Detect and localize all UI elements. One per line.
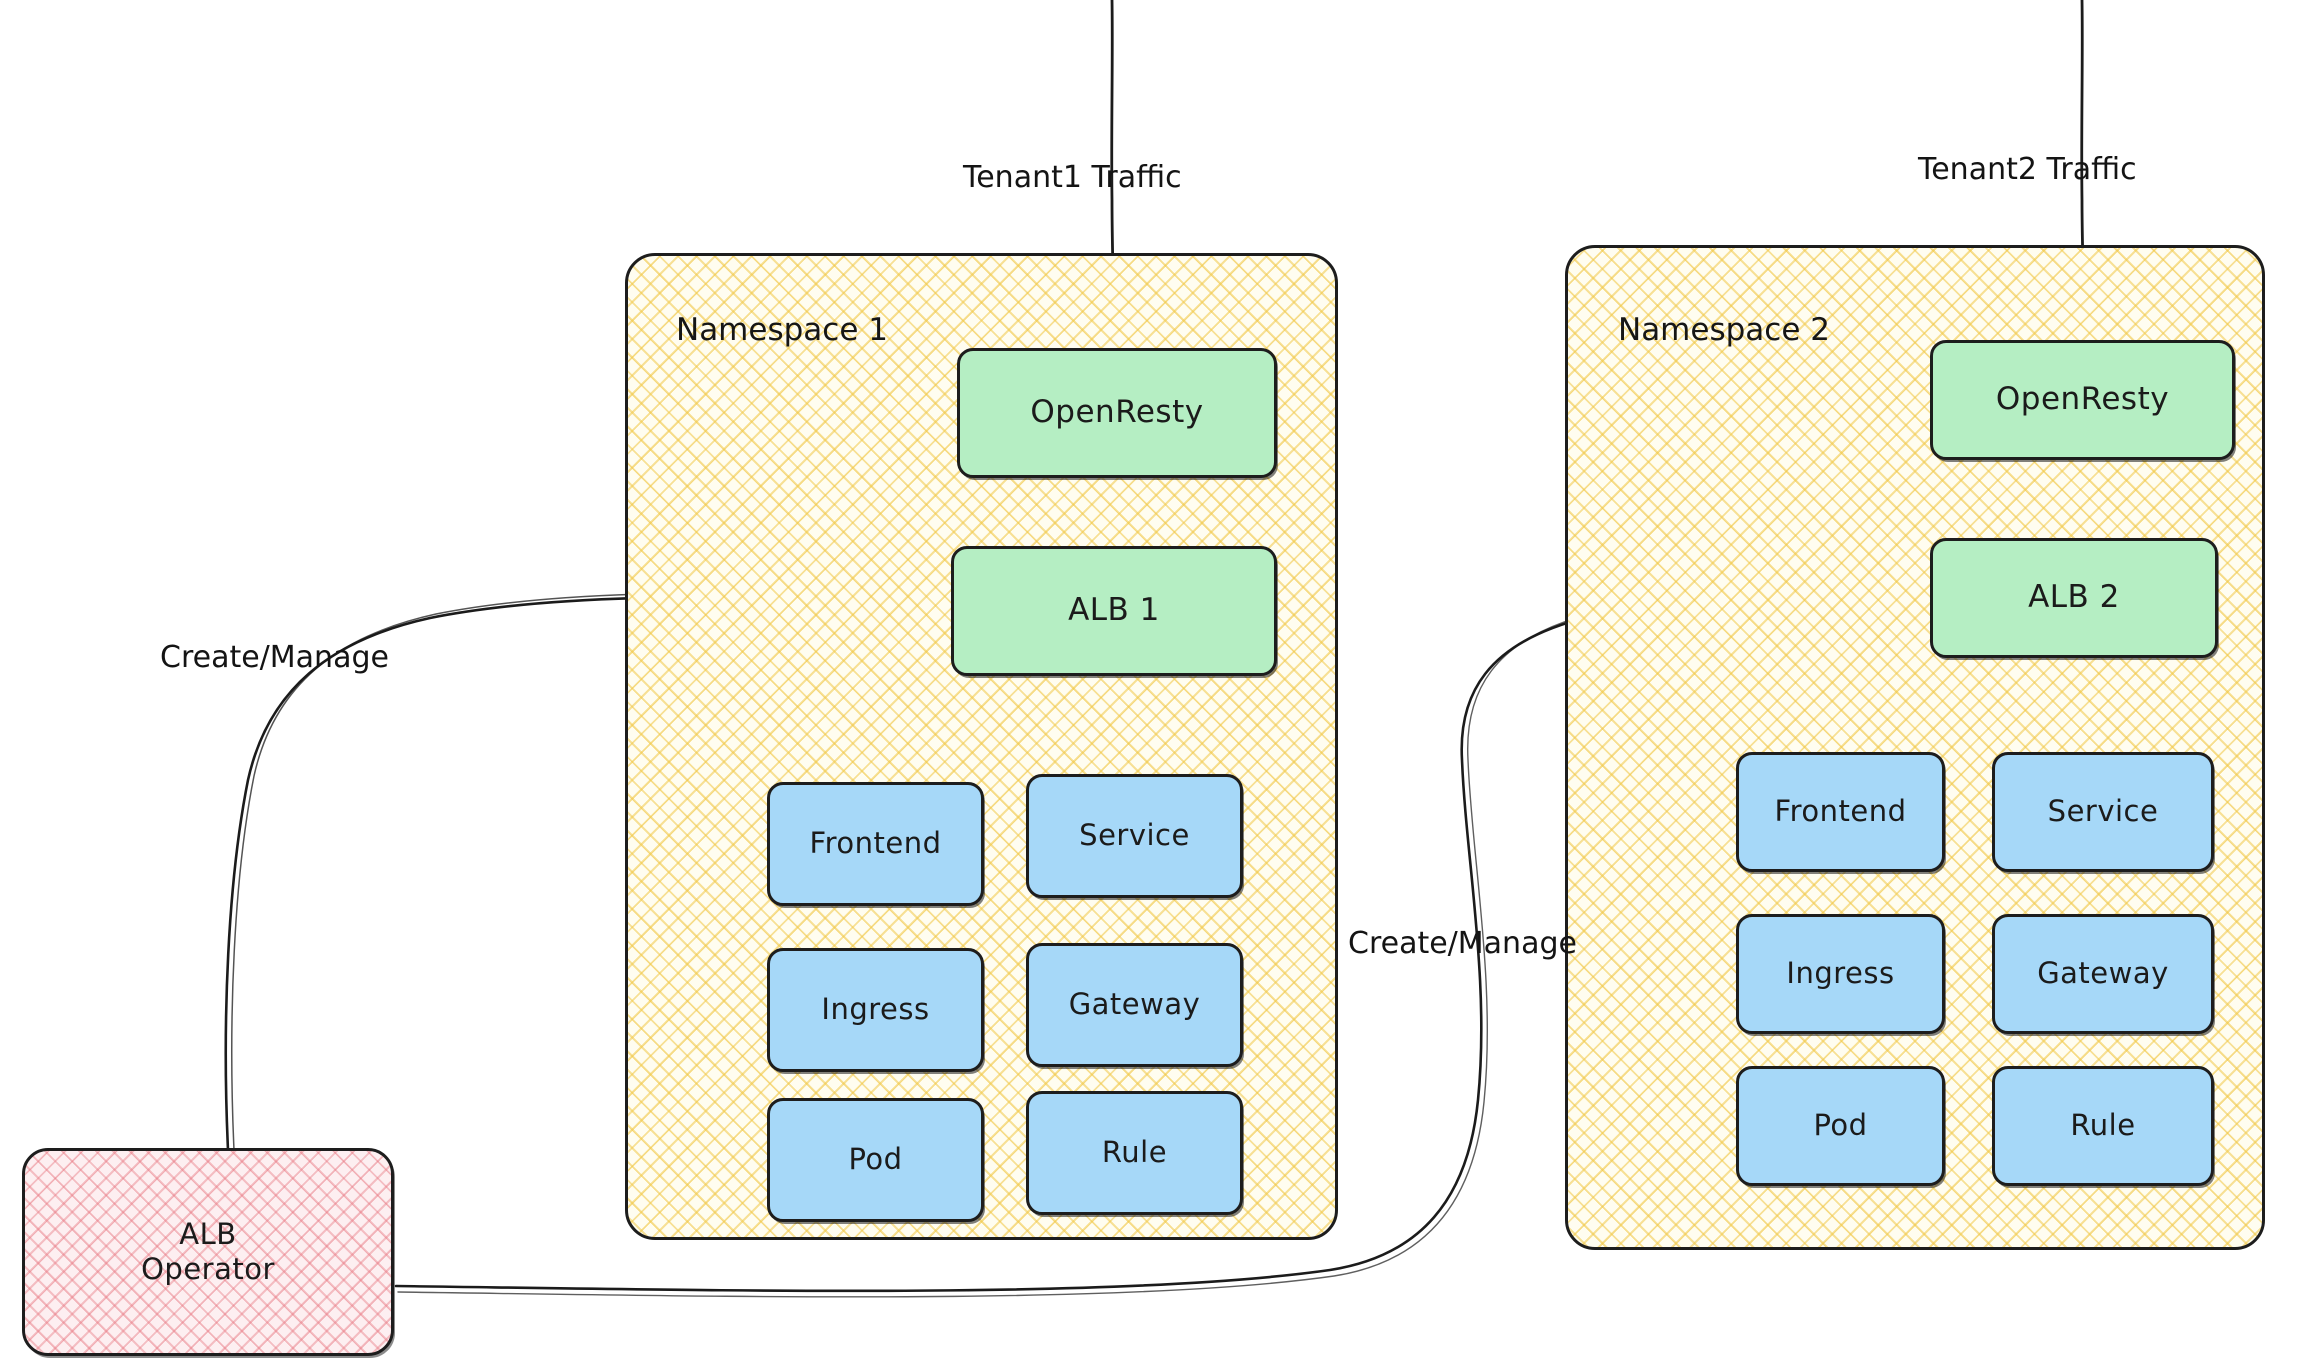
resource-label: Service: [2047, 794, 2159, 829]
resource-label: Ingress: [1786, 956, 1895, 991]
resource-label: Gateway: [2037, 956, 2169, 991]
resource-label: Ingress: [821, 992, 930, 1027]
namespace-1-alb-label: ALB 1: [1068, 592, 1160, 629]
namespace-2-resource-frontend[interactable]: Frontend: [1736, 752, 1945, 872]
resource-label: Service: [1079, 818, 1190, 853]
alb-operator-line2: Operator: [141, 1252, 275, 1286]
resource-label: Rule: [1101, 1135, 1168, 1170]
resource-label: Rule: [2070, 1108, 2136, 1143]
alb-operator-node[interactable]: ALB Operator: [22, 1148, 394, 1356]
resource-label: Pod: [848, 1142, 903, 1177]
namespace-1-resource-ingress[interactable]: Ingress: [767, 948, 984, 1072]
namespace-2-alb-label: ALB 2: [2028, 579, 2120, 616]
tenant1-traffic-label: Tenant1 Traffic: [963, 160, 1182, 195]
tenant2-traffic-label: Tenant2 Traffic: [1918, 152, 2137, 187]
namespace-1-resource-service[interactable]: Service: [1026, 774, 1243, 898]
namespace-1-resource-pod[interactable]: Pod: [767, 1098, 984, 1222]
namespace-2-resource-pod[interactable]: Pod: [1736, 1066, 1945, 1186]
namespace-1-resource-gateway[interactable]: Gateway: [1026, 943, 1243, 1067]
namespace-1-alb-node[interactable]: ALB 1: [951, 546, 1277, 676]
namespace-1-resource-rule[interactable]: Rule: [1026, 1091, 1243, 1215]
namespace-2-resource-gateway[interactable]: Gateway: [1992, 914, 2214, 1034]
resource-label: Gateway: [1068, 987, 1201, 1022]
namespace-1-label: Namespace 1: [676, 312, 888, 348]
namespace-2-openresty-node[interactable]: OpenResty: [1930, 340, 2235, 460]
namespace-1-openresty-node[interactable]: OpenResty: [957, 348, 1277, 478]
create-manage-label-1: Create/Manage: [160, 640, 389, 675]
namespace-2-resource-service[interactable]: Service: [1992, 752, 2214, 872]
create-manage-label-2: Create/Manage: [1348, 926, 1577, 961]
namespace-2-resource-ingress[interactable]: Ingress: [1736, 914, 1945, 1034]
resource-label: Frontend: [809, 826, 942, 861]
namespace-2-alb-node[interactable]: ALB 2: [1930, 538, 2218, 658]
namespace-2-openresty-label: OpenResty: [1995, 381, 2170, 418]
alb-operator-line1: ALB: [179, 1216, 237, 1251]
resource-label: Frontend: [1774, 794, 1907, 829]
namespace-1-resource-frontend[interactable]: Frontend: [767, 782, 984, 906]
namespace-2-label: Namespace 2: [1618, 312, 1830, 348]
namespace-2-resource-rule[interactable]: Rule: [1992, 1066, 2214, 1186]
namespace-1-openresty-label: OpenResty: [1030, 394, 1204, 431]
resource-label: Pod: [1813, 1108, 1868, 1143]
